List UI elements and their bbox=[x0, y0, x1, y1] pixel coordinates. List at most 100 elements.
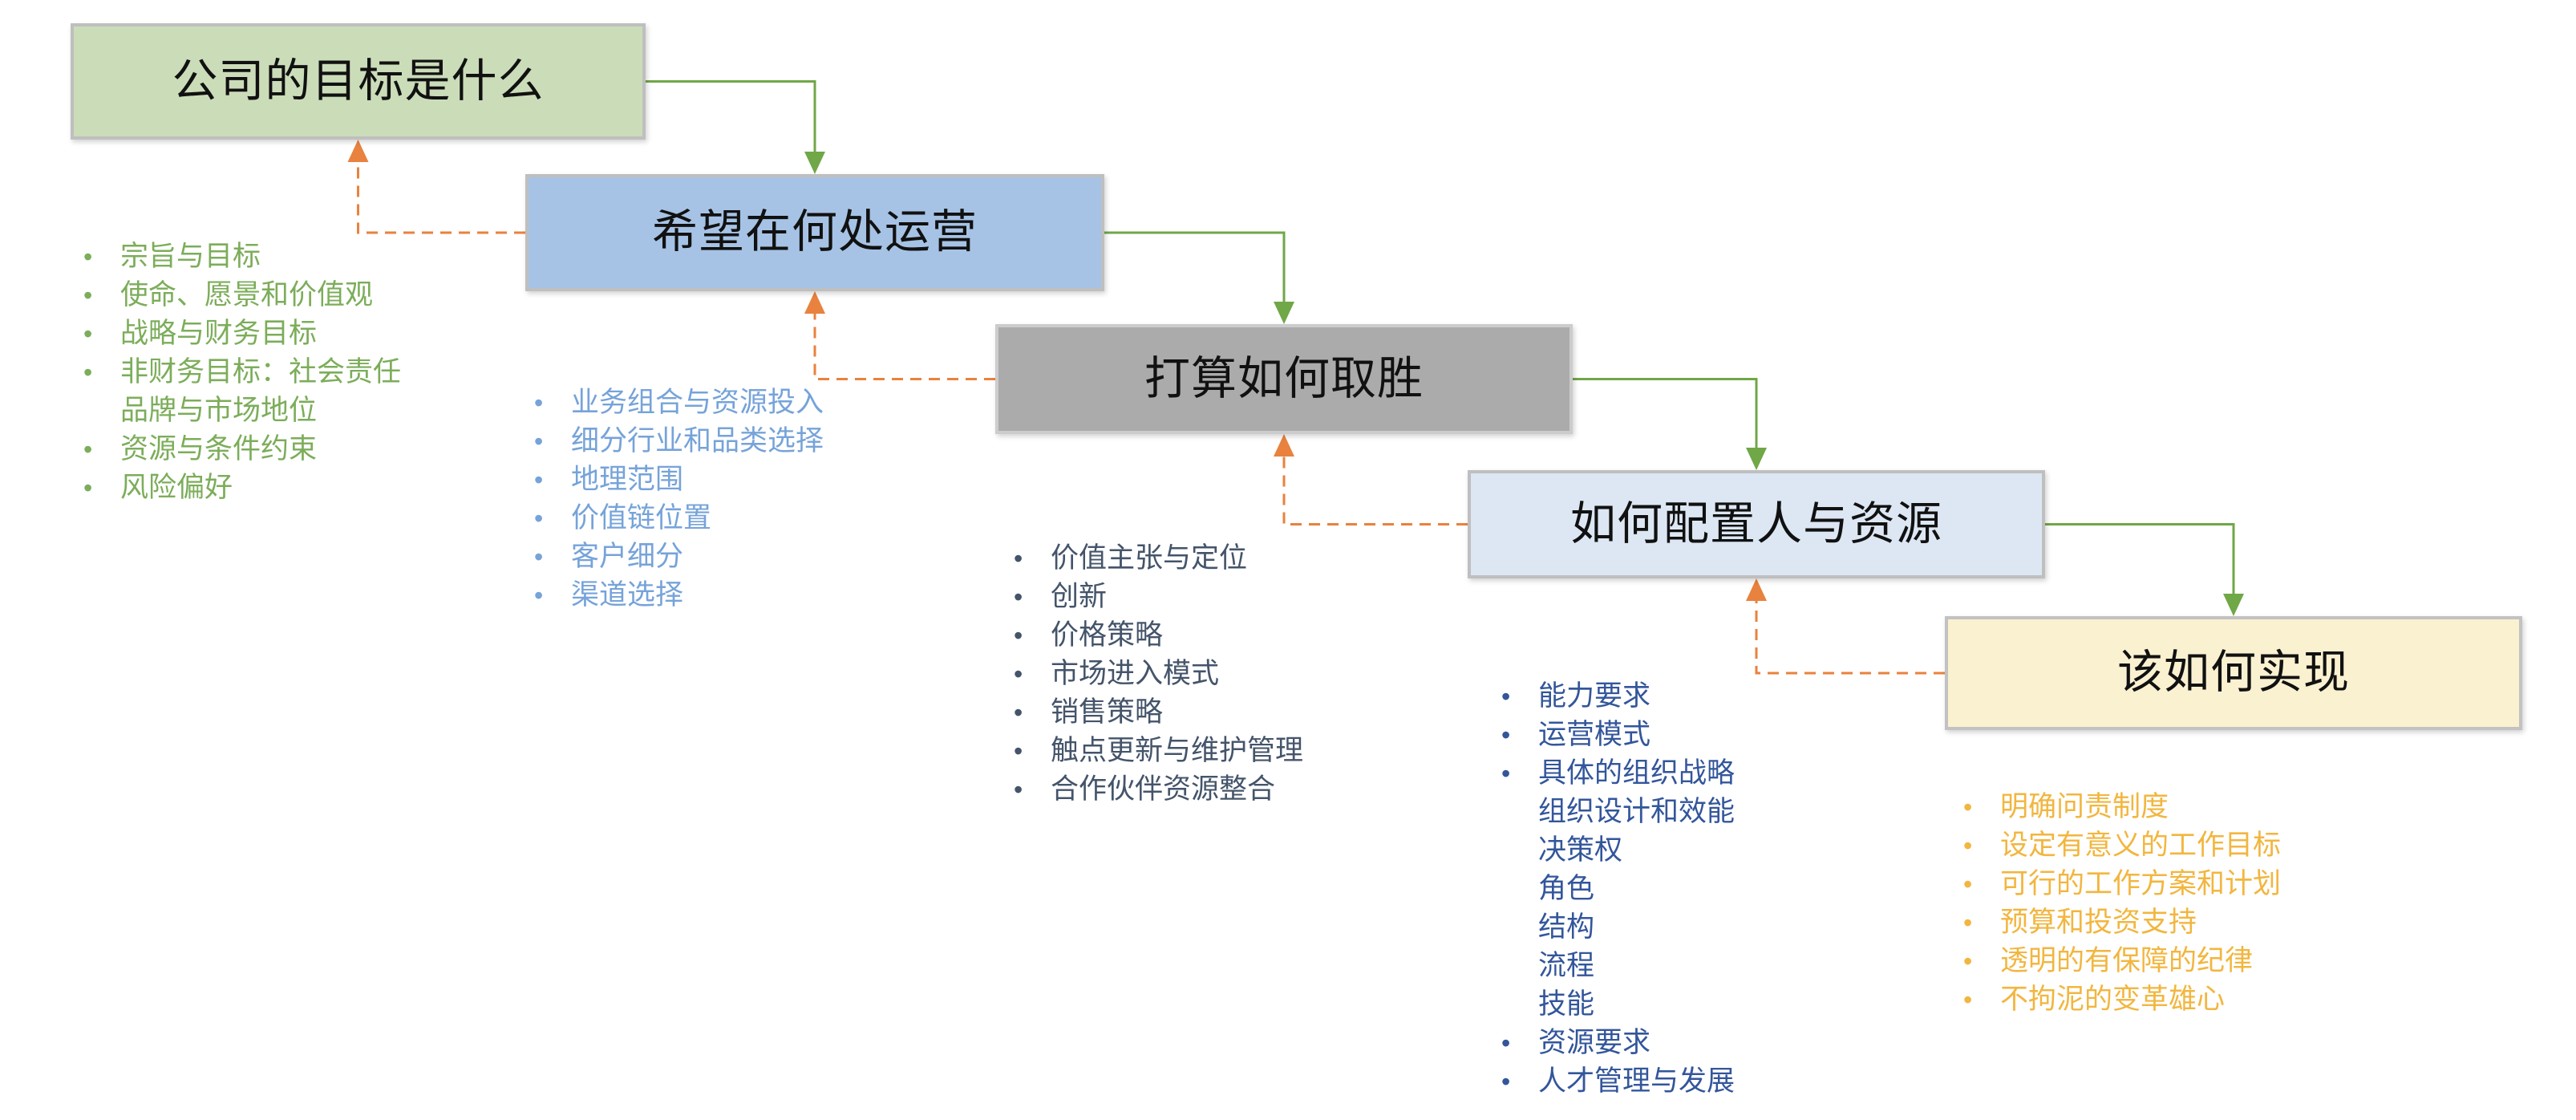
bullet-dot: • bbox=[1501, 720, 1511, 749]
list-item: •战略与财务目标 bbox=[83, 314, 401, 353]
bullet-indent bbox=[1501, 870, 1538, 908]
bullet-text: 明确问责制度 bbox=[2000, 791, 2169, 822]
feedback-connector bbox=[1755, 599, 1945, 675]
bullet-list-where-to-operate: •业务组合与资源投入•细分行业和品类选择•地理范围•价值链位置•客户细分•渠道选… bbox=[534, 383, 824, 615]
bullet-dot: • bbox=[83, 242, 93, 271]
bullet-text: 风险偏好 bbox=[120, 472, 233, 503]
list-item: • 使命、愿景和价值观 bbox=[83, 276, 401, 314]
list-item: •人才管理与发展 bbox=[1501, 1062, 1735, 1101]
bullet-indent bbox=[1501, 831, 1538, 870]
flow-box-company-goal: 公司的目标是什么 bbox=[71, 23, 646, 140]
feedback-arrowhead-icon bbox=[1274, 434, 1294, 457]
bullet-indent bbox=[1501, 908, 1538, 947]
forward-arrowhead-icon bbox=[2223, 594, 2244, 616]
list-item: • 资源与条件约束 bbox=[83, 430, 401, 469]
bullet-text: 运营模式 bbox=[1538, 719, 1651, 750]
feedback-arrowhead-icon bbox=[804, 291, 825, 314]
bullet-text: 资源与条件约束 bbox=[120, 433, 318, 465]
bullet-dot: • bbox=[1963, 793, 1973, 822]
bullet-text: 宗旨与目标 bbox=[120, 241, 261, 272]
bullet-text: 预算和投资支持 bbox=[2000, 907, 2197, 938]
bullet-text: 业务组合与资源投入 bbox=[571, 387, 824, 418]
bullet-text: 细分行业和品类选择 bbox=[571, 425, 824, 457]
list-item: • 业务组合与资源投入 bbox=[534, 383, 824, 422]
list-item: •透明的有保障的纪律 bbox=[1963, 942, 2281, 980]
bullet-dot: • bbox=[1963, 908, 1973, 937]
bullet-text: 品牌与市场地位 bbox=[120, 395, 318, 426]
bullet-list-how-to-win: •价值主张与定位•创新•价格策略•市场进入模式•销售策略•触点更新与维护管理•合… bbox=[1014, 539, 1303, 809]
bullet-text: 决策权 bbox=[1538, 834, 1623, 866]
bullet-text: 创新 bbox=[1051, 581, 1108, 612]
list-item: • 触点更新与维护管理 bbox=[1014, 732, 1303, 770]
list-item: •可行的工作方案和计划 bbox=[1963, 865, 2281, 903]
flow-box-label: 打算如何取胜 bbox=[1144, 352, 1424, 404]
bullet-text: 可行的工作方案和计划 bbox=[2000, 868, 2282, 899]
feedback-connector bbox=[813, 311, 995, 380]
bullet-dot: • bbox=[534, 427, 544, 456]
list-item: •价值链位置 bbox=[534, 499, 824, 538]
list-item: • 明确问责制度 bbox=[1963, 788, 2281, 826]
bullet-list-how-to-execute: •明确问责制度•设定有意义的工作目标•可行的工作方案和计划•预算和投资支持•透明… bbox=[1963, 788, 2281, 1019]
bullet-text: 技能 bbox=[1538, 988, 1595, 1020]
bullet-indent bbox=[1501, 985, 1538, 1024]
bullet-indent bbox=[1501, 947, 1538, 985]
flow-box-label: 该如何实现 bbox=[2117, 647, 2350, 698]
list-item: •市场进入模式 bbox=[1014, 655, 1303, 693]
bullet-text: 流程 bbox=[1538, 950, 1595, 981]
bullet-text: 角色 bbox=[1538, 873, 1595, 904]
bullet-text: 不拘泥的变革雄心 bbox=[2000, 984, 2226, 1015]
bullet-dot: • bbox=[1014, 698, 1023, 727]
bullet-text: 能力要求 bbox=[1538, 680, 1651, 712]
bullet-list-people-and-resources: •能力要求•运营模式•具体的组织战略组织设计和效能决策权角色结构流程技能•资源要… bbox=[1501, 677, 1735, 1101]
list-item: • 不拘泥的变革雄心 bbox=[1963, 980, 2281, 1019]
forward-connector bbox=[2045, 523, 2235, 596]
bullet-dot: • bbox=[534, 581, 544, 610]
flow-box-how-to-execute: 该如何实现 bbox=[1945, 616, 2522, 730]
flow-box-how-to-win: 打算如何取胜 bbox=[995, 324, 1573, 434]
flow-box-label: 如何配置人与资源 bbox=[1570, 497, 1942, 550]
feedback-connector bbox=[357, 160, 525, 234]
bullet-dot: • bbox=[1501, 1029, 1511, 1057]
bullet-indent bbox=[83, 392, 120, 430]
list-item: • 细分行业和品类选择 bbox=[534, 422, 824, 461]
bullet-dot: • bbox=[1963, 947, 1973, 976]
list-item: •设定有意义的工作目标 bbox=[1963, 826, 2281, 865]
forward-arrowhead-icon bbox=[1274, 302, 1294, 324]
bullet-text: 价值主张与定位 bbox=[1051, 542, 1248, 574]
flow-box-label: 公司的目标是什么 bbox=[172, 55, 545, 107]
feedback-connector bbox=[1282, 454, 1468, 526]
bullet-text: 客户细分 bbox=[571, 541, 684, 572]
list-item: •客户细分 bbox=[534, 538, 824, 576]
list-item: • 资源要求 bbox=[1501, 1024, 1735, 1062]
bullet-dot: • bbox=[1963, 985, 1973, 1014]
list-item: • 宗旨与目标 bbox=[83, 237, 401, 276]
list-item: •风险偏好 bbox=[83, 469, 401, 507]
bullet-dot: • bbox=[1501, 759, 1511, 788]
list-item: • 预算和投资支持 bbox=[1963, 903, 2281, 942]
flow-box-where-to-operate: 希望在何处运营 bbox=[525, 174, 1104, 291]
bullet-dot: • bbox=[1014, 582, 1023, 611]
bullet-dot: • bbox=[534, 465, 544, 494]
bullet-dot: • bbox=[83, 435, 93, 464]
bullet-dot: • bbox=[83, 281, 93, 310]
list-item: •非财务目标：社会责任品牌与市场地位 bbox=[83, 353, 401, 430]
list-item: •价值主张与定位 bbox=[1014, 539, 1303, 578]
forward-arrowhead-icon bbox=[1746, 448, 1767, 470]
bullet-text: 使命、愿景和价值观 bbox=[120, 279, 374, 310]
bullet-text: 人才管理与发展 bbox=[1538, 1065, 1736, 1097]
bullet-dot: • bbox=[83, 319, 93, 348]
bullet-dot: • bbox=[1501, 682, 1511, 711]
bullet-list-company-goal: • 宗旨与目标 • 使命、愿景和价值观 •战略与财务目标•非财务目标：社会责任品牌与市场… bbox=[83, 237, 401, 507]
list-item: •地理范围 bbox=[534, 461, 824, 499]
forward-connector bbox=[1573, 378, 1758, 450]
bullet-dot: • bbox=[534, 388, 544, 417]
bullet-text: 价格策略 bbox=[1051, 619, 1164, 651]
bullet-text: 具体的组织战略 bbox=[1538, 757, 1736, 789]
feedback-arrowhead-icon bbox=[347, 140, 369, 162]
bullet-text: 触点更新与维护管理 bbox=[1051, 735, 1304, 766]
bullet-text: 资源要求 bbox=[1538, 1027, 1651, 1058]
bullet-text: 渠道选择 bbox=[571, 579, 684, 611]
bullet-dot: • bbox=[1014, 737, 1023, 765]
